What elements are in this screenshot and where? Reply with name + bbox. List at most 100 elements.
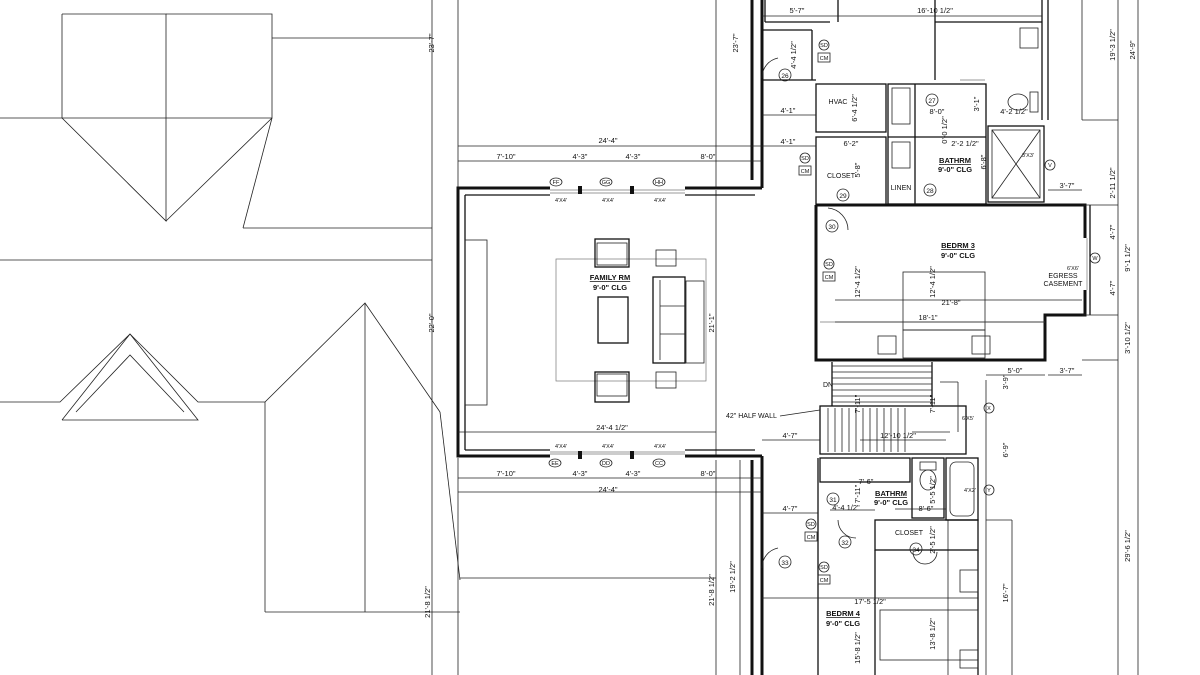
bath-1-name: BATHRM	[939, 156, 971, 165]
dim-4-3b: 4'-3"	[626, 152, 641, 161]
linen-label: LINEN	[891, 185, 912, 192]
dim-22-0: 22'-0"	[427, 313, 436, 332]
dim-16-7: 16'-7"	[1001, 583, 1010, 602]
window-size-8: 6'X6'	[1067, 266, 1079, 272]
dim-4-3d: 4'-3"	[626, 469, 641, 478]
family-room-ceiling: 9'-0" CLG	[593, 283, 627, 292]
sd-2: SD	[801, 156, 809, 162]
devices: SD CM SD CM SD CM SD CM SD CM	[798, 39, 836, 585]
dim-7-11a: 7'-11"	[853, 394, 862, 413]
window-size-1: 4'X4'	[555, 198, 567, 204]
dim-8-0b: 8'-0"	[701, 152, 716, 161]
door-32: 32	[841, 540, 849, 547]
dim-4-7c: 4'-7"	[783, 431, 798, 440]
stairs	[819, 362, 967, 455]
dim-4-7a: 4'-7"	[1108, 224, 1117, 239]
dim-12-4ha: 12'-4 1/2"	[853, 266, 862, 298]
dim-24-4a: 24'-4"	[598, 136, 617, 145]
family-room-furniture	[555, 238, 707, 403]
door-26: 26	[781, 73, 789, 80]
door-swings	[761, 57, 938, 569]
bath-1-ceiling: 9'-0" CLG	[938, 165, 972, 174]
dim-24-4c: 24'-4"	[598, 485, 617, 494]
dim-24-4hb: 24'-4 1/2"	[596, 423, 628, 432]
dimension-labels-vertical: 23'-7" 23'-7" 4'-4 1/2" 19'-3 1/2" 24'-9…	[423, 29, 1137, 664]
window-tag-hh: HH	[655, 180, 663, 186]
dim-2-5h: 2'-5 1/2"	[928, 526, 937, 554]
window-size-5: 4'X4'	[602, 444, 614, 450]
window-size-7: 3'X3'	[1022, 153, 1034, 159]
dim-21-8h-left: 21'-8 1/2"	[423, 586, 432, 618]
dim-13-8h: 13'-8 1/2"	[928, 618, 937, 650]
bedroom-4-ceiling: 9'-0" CLG	[826, 619, 860, 628]
dim-18-1: 18'-1"	[918, 313, 937, 322]
dim-23-7b: 23'-7"	[731, 33, 740, 52]
egress-label: EGRESS	[1048, 273, 1078, 280]
dim-16-10h: 16'-10 1/2"	[917, 6, 953, 15]
right-wing-upper-walls	[750, 0, 1049, 206]
dim-5-7: 5'-7"	[790, 6, 805, 15]
dim-6-2: 6'-2"	[844, 139, 859, 148]
right-wing-lower-walls	[750, 456, 979, 675]
dim-23-7a: 23'-7"	[427, 33, 436, 52]
dim-4-4h: 4'-4 1/2"	[789, 41, 798, 69]
dim-7-11b: 7'-11"	[928, 394, 937, 413]
casement-label: CASEMENT	[1044, 281, 1084, 288]
dim-6-9: 6'-9"	[1001, 442, 1010, 457]
dim-4-2h: 4'-2 1/2"	[1000, 107, 1028, 116]
dim-24-9: 24'-9"	[1128, 40, 1137, 59]
dim-4-4hb: 4'-4 1/2"	[832, 503, 860, 512]
door-28: 28	[926, 188, 934, 195]
window-tag-cc: CC	[655, 461, 663, 467]
door-30: 30	[828, 224, 836, 231]
dimension-lines	[458, 15, 1118, 599]
dim-8-0a: 8'-0"	[930, 107, 945, 116]
roof-lines	[0, 13, 716, 613]
dim-6-8: 6'-8"	[979, 154, 988, 169]
sd-3: SD	[825, 262, 833, 268]
window-tags: FF GG HH EE DD CC V W X Y	[548, 159, 1101, 496]
dim-8-6: 8'-6"	[919, 504, 934, 513]
window-size-6: 4'X4'	[654, 444, 666, 450]
dim-6-4h: 6'-4 1/2"	[850, 94, 859, 122]
dim-4-3c: 4'-3"	[573, 469, 588, 478]
dim-3-1: 3'-1"	[972, 96, 981, 111]
hvac-label: HVAC	[829, 99, 848, 106]
bath-2-ceiling: 9'-0" CLG	[874, 498, 908, 507]
dimension-labels-horizontal: 5'-7" 16'-10 1/2" 4'-1" 4'-1" 6'-2" 8'-0…	[496, 6, 1074, 606]
dim-5-5h: 5'-5 1/2"	[928, 476, 937, 504]
dim-5-8: 5'-8"	[853, 162, 862, 177]
cm-3: CM	[825, 275, 834, 281]
dim-19-2h: 19'-2 1/2"	[728, 561, 737, 593]
dim-2-2h: 2'-2 1/2"	[951, 139, 979, 148]
dim-3-10h: 3'-10 1/2"	[1123, 322, 1132, 354]
dim-17-5h: 17'-5 1/2"	[854, 597, 886, 606]
stairs-down-label: DN	[823, 382, 833, 389]
bedroom-3-name: BEDRM 3	[941, 241, 975, 250]
door-29: 29	[839, 193, 847, 200]
grid-lines	[431, 0, 1139, 675]
door-tags: 26 27 28 29 30 31 32 33 34	[778, 68, 939, 569]
family-room-name: FAMILY RM	[590, 273, 630, 282]
dim-19-3h: 19'-3 1/2"	[1108, 29, 1117, 61]
dim-21-1: 21'-1"	[707, 313, 716, 332]
window-size-4: 4'X4'	[555, 444, 567, 450]
window-tag-x: X	[987, 406, 991, 412]
dim-8-0c: 8'-0"	[701, 469, 716, 478]
dim-12-10h: 12'-10 1/2"	[880, 431, 916, 440]
dim-0-0h: 0'-0 1/2"	[940, 116, 949, 144]
window-size-2: 4'X4'	[602, 198, 614, 204]
closet-2-label: CLOSET	[895, 530, 924, 537]
dim-4-1b: 4'-1"	[781, 137, 796, 146]
door-27: 27	[928, 98, 936, 105]
window-tag-gg: GG	[602, 180, 611, 186]
window-tag-ff: FF	[553, 180, 560, 186]
cm-1: CM	[820, 56, 829, 62]
window-size-3: 4'X4'	[654, 198, 666, 204]
window-size-9: 6'X5'	[962, 416, 974, 422]
dim-4-7d: 4'-7"	[783, 504, 798, 513]
dim-15-8h: 15'-8 1/2"	[853, 632, 862, 664]
dim-3-7b: 3'-7"	[1060, 366, 1075, 375]
dim-2-11h: 2'-11 1/2"	[1108, 167, 1117, 198]
